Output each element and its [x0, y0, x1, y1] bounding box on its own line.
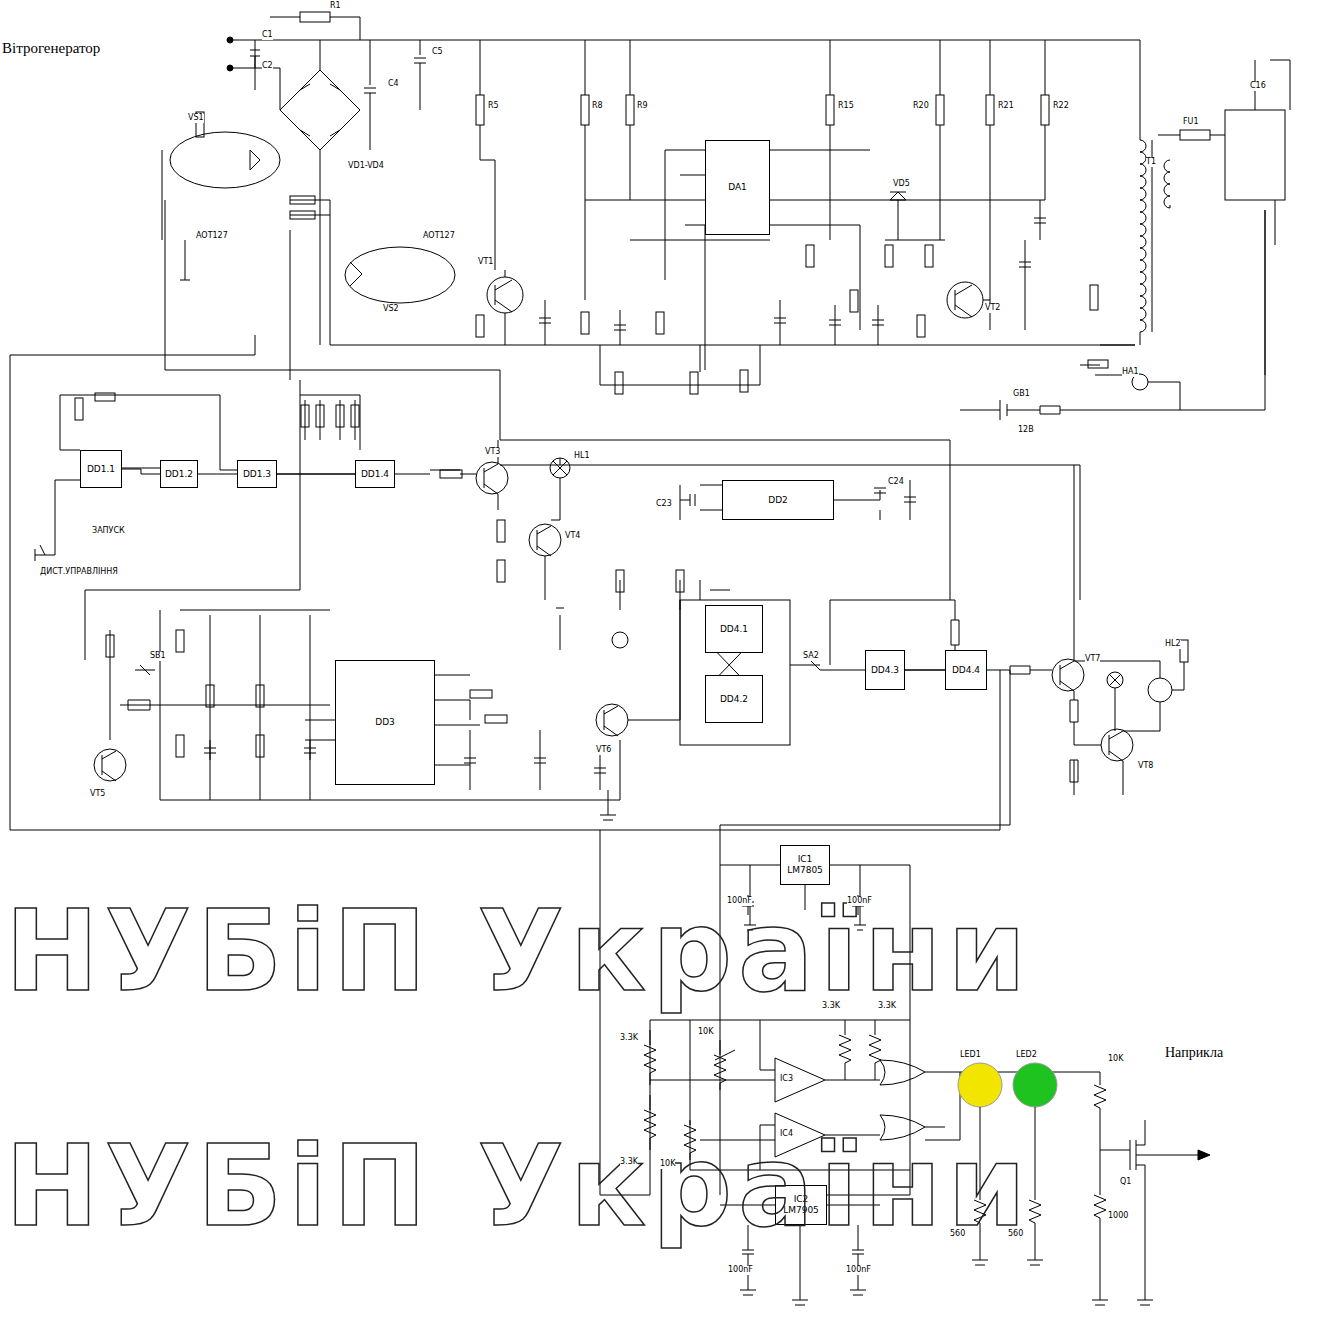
chip-label: LM7805 — [787, 865, 823, 876]
component-label: 560 — [1008, 1230, 1023, 1239]
chip-box: DD4.3 — [865, 650, 905, 690]
chip-box: DD1.2 — [160, 460, 198, 488]
chip-label: DD1.4 — [361, 469, 389, 480]
chip-box: DD2 — [722, 480, 834, 520]
component-label: R20 — [913, 102, 929, 111]
caption-text: Вітрогенератор — [2, 40, 100, 57]
component-label: 10K — [698, 1028, 713, 1037]
component-label: IC4 — [780, 1130, 793, 1139]
component-label: VT4 — [565, 532, 580, 541]
component-label: AOT127 — [196, 232, 228, 241]
component-label: SB1 — [150, 652, 166, 661]
component-label: 560 — [950, 1230, 965, 1239]
component-label: R1 — [330, 2, 341, 11]
component-label: C24 — [888, 478, 904, 487]
watermark: НУБіП України — [5, 1130, 1032, 1242]
component-label: R21 — [998, 102, 1014, 111]
component-label: VT6 — [596, 746, 611, 755]
wire — [198, 474, 237, 475]
component-label: 10K — [660, 1160, 675, 1169]
component-label: 100nF — [846, 1266, 871, 1275]
chip-label: DD4.2 — [720, 694, 748, 705]
component-label: C4 — [388, 80, 399, 89]
component-label: 3.3K — [878, 1002, 896, 1011]
chip-label: DA1 — [728, 182, 747, 193]
component-label: 3.3K — [822, 1002, 840, 1011]
component-label: LED1 — [960, 1051, 981, 1060]
component-label: FU1 — [1183, 118, 1199, 127]
component-label: VT3 — [485, 448, 500, 457]
component-label: C16 — [1250, 82, 1266, 91]
chip-box: DA1 — [705, 140, 770, 235]
component-label: HL1 — [574, 452, 590, 461]
component-label: VT2 — [985, 304, 1000, 313]
component-label: 1000 — [1108, 1212, 1128, 1221]
component-label: 3.3K — [620, 1034, 638, 1043]
component-label: HL2 — [1165, 640, 1181, 649]
chip-label: DD1.3 — [243, 469, 271, 480]
component-label: VD1-VD4 — [348, 162, 384, 171]
component-label: AOT127 — [423, 232, 455, 241]
component-label: 12В — [1018, 426, 1034, 435]
component-label: Q1 — [1120, 1178, 1131, 1187]
chip-box: DD1.3 — [237, 460, 277, 488]
component-label: SA2 — [803, 652, 819, 661]
component-label: 3.3K — [620, 1158, 638, 1167]
component-label: 10K — [1108, 1055, 1123, 1064]
component-label: 100nF — [728, 1266, 753, 1275]
component-label: IC3 — [780, 1075, 793, 1084]
component-label: VS1 — [188, 114, 204, 123]
chip-box: DD4.4 — [945, 650, 987, 690]
chip-label: IC1 — [798, 854, 813, 865]
component-label: VD5 — [893, 180, 910, 189]
chip-box: DD4.1 — [705, 605, 763, 653]
component-label: R22 — [1053, 102, 1069, 111]
component-label: R15 — [838, 102, 854, 111]
caption-text: Наприкла — [1165, 1045, 1223, 1060]
component-label: T1 — [1146, 158, 1156, 167]
component-label: ЗАПУСК — [92, 527, 125, 536]
chip-box: DD3 — [335, 660, 435, 785]
component-label: C1 — [262, 31, 273, 40]
chip-label: DD4.3 — [871, 665, 899, 676]
wire — [122, 469, 160, 474]
component-label: R5 — [488, 102, 499, 111]
component-label: ДИСТ.УПРАВЛІННЯ — [40, 568, 118, 577]
chip-box: DD1.1 — [80, 450, 122, 488]
chip-label: DD3 — [375, 717, 395, 728]
component-label: VT1 — [478, 258, 493, 267]
component-label: 100nF — [727, 897, 752, 906]
component-label: VS2 — [383, 305, 399, 314]
chip-label: DD1.1 — [87, 464, 115, 475]
component-label: HA1 — [1122, 368, 1139, 377]
chip-box: IC1LM7805 — [780, 845, 830, 885]
component-label: VT8 — [1138, 762, 1153, 771]
component-label: VT7 — [1085, 655, 1100, 664]
component-label: C2 — [262, 62, 273, 71]
component-label: GB1 — [1013, 390, 1030, 399]
watermark: НУБіП України — [5, 895, 1032, 1007]
component-label: C5 — [432, 48, 443, 57]
chip-box: DD1.4 — [355, 460, 395, 488]
wire — [277, 474, 355, 475]
chip-label: DD4.1 — [720, 624, 748, 635]
chip-label: DD2 — [768, 495, 788, 506]
component-label: C23 — [656, 500, 672, 509]
chip-label: DD1.2 — [165, 469, 193, 480]
chip-label: DD4.4 — [952, 665, 980, 676]
component-label: 100nF — [847, 897, 872, 906]
chip-box: DD4.2 — [705, 675, 763, 723]
wire — [905, 670, 945, 671]
component-label: VT5 — [90, 790, 105, 799]
component-label: LED2 — [1016, 1051, 1037, 1060]
component-label: R8 — [592, 102, 603, 111]
component-label: R9 — [637, 102, 648, 111]
